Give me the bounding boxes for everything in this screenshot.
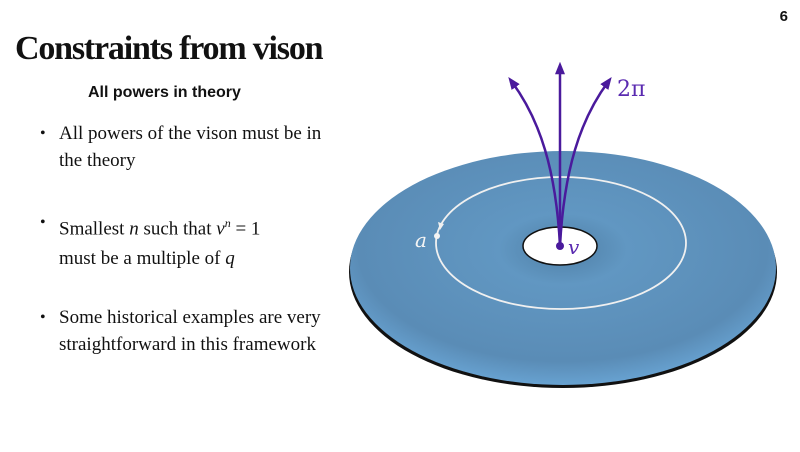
bullet-text: such that — [138, 218, 217, 240]
math-var-v: v — [216, 218, 225, 240]
arrow-left — [508, 76, 562, 247]
bullet-text: Smallest — [59, 218, 130, 240]
bullet-item: All powers of the vison must be in the t… — [40, 120, 330, 174]
slide-title: Constraints from vison — [15, 30, 324, 67]
slide-subtitle: All powers in theory — [88, 84, 241, 101]
bullet-text: All powers of the vison must be in the t… — [59, 123, 322, 171]
math-var-q: q — [225, 248, 235, 270]
loop-arrow-icon — [438, 222, 444, 230]
point-a — [434, 233, 440, 239]
label-2pi: 2π — [617, 77, 645, 102]
page-number: 6 — [779, 8, 788, 25]
label-v: v — [568, 235, 580, 259]
math-equation: = 1 — [230, 218, 261, 240]
arrow-right — [558, 76, 612, 247]
bullet-item: Some historical examples are very straig… — [40, 304, 330, 358]
vison-point — [556, 242, 564, 250]
label-a: a — [415, 228, 427, 252]
math-superscript: n — [224, 216, 231, 230]
math-var-n: n — [129, 218, 139, 240]
bullet-text: must be a multiple of — [59, 248, 226, 270]
bullet-text: Some historical examples are very straig… — [59, 307, 321, 356]
bullet-list: All powers of the vison must be in the t… — [40, 120, 330, 358]
disk-surface — [350, 151, 776, 385]
